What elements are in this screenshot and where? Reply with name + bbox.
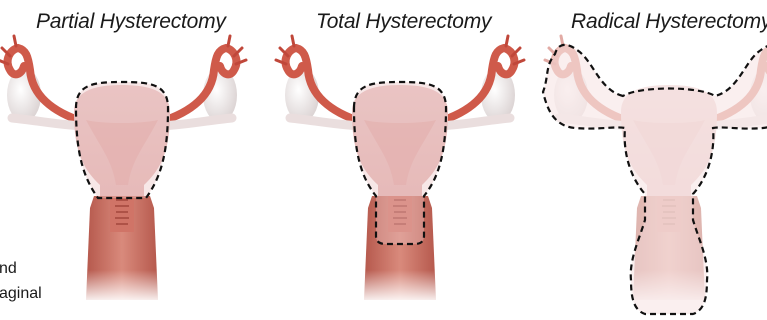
partial-anatomy [0,36,246,302]
radical-removal-outline [543,45,767,314]
radical-anatomy [543,36,767,314]
partial-removal-outline [76,82,168,198]
total-anatomy [276,36,524,302]
